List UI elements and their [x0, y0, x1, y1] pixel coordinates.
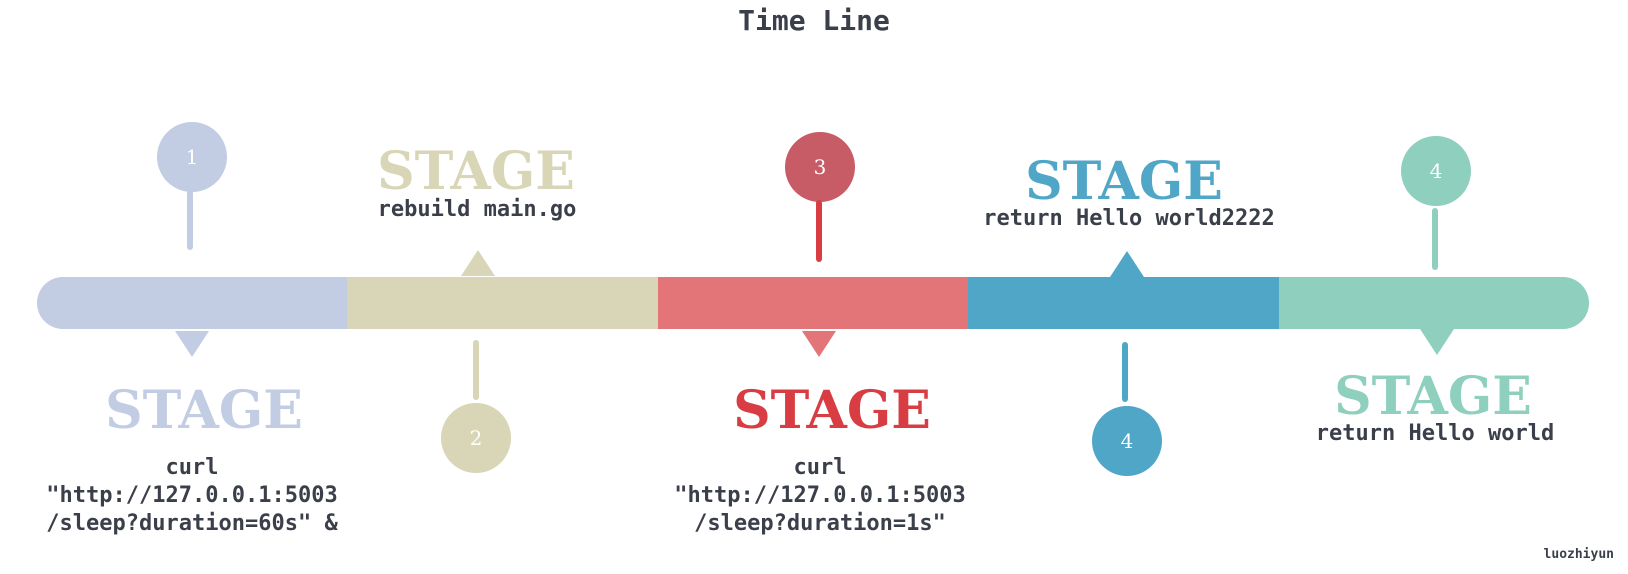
- stage-3-pin: 3: [785, 132, 855, 202]
- stage-1-pointer: [175, 331, 209, 357]
- timeline-segment-4: [968, 277, 1279, 329]
- stage-2-pin: 2: [441, 403, 511, 473]
- timeline-segment-1: [37, 277, 348, 329]
- stage-5-pointer: [1420, 329, 1454, 355]
- stage-1-heading: STAGE: [105, 380, 303, 441]
- stage-3-pointer: [802, 331, 836, 357]
- stage-5-pin: 4: [1401, 136, 1471, 206]
- stage-4-pin-number: 4: [1120, 429, 1134, 453]
- stage-2-description: rebuild main.go: [377, 197, 577, 222]
- stage-1-pin: 1: [157, 122, 227, 192]
- stage-2-heading: STAGE: [377, 141, 575, 202]
- stage-2-stem: [473, 340, 479, 400]
- timeline-bar: [37, 277, 1589, 329]
- stage-3-stem: [816, 200, 822, 262]
- stage-4-pin: 4: [1092, 406, 1162, 476]
- page-title: Time Line: [738, 4, 890, 37]
- stage-2-pin-number: 2: [469, 426, 483, 450]
- stage-2-pointer: [461, 250, 495, 276]
- stage-3-heading: STAGE: [733, 380, 931, 441]
- stage-5-stem: [1432, 208, 1438, 270]
- author-credit: luozhiyun: [1543, 547, 1614, 562]
- stage-4-stem: [1122, 342, 1128, 402]
- timeline-segment-5: [1278, 277, 1589, 329]
- stage-5-heading: STAGE: [1334, 366, 1532, 427]
- stage-1-stem: [187, 190, 193, 250]
- stage-5-pin-number: 4: [1429, 159, 1443, 183]
- stage-1-pin-number: 1: [185, 145, 199, 169]
- stage-4-heading: STAGE: [1025, 151, 1223, 212]
- stage-3-pin-number: 3: [813, 155, 827, 179]
- stage-4-pointer: [1110, 251, 1144, 277]
- timeline-segment-3: [657, 277, 969, 329]
- stage-3-description: curl "http://127.0.0.1:5003 /sleep?durat…: [674, 455, 966, 536]
- stage-5-description: return Hello world: [1315, 421, 1555, 446]
- stage-1-description: curl "http://127.0.0.1:5003 /sleep?durat…: [46, 455, 338, 536]
- timeline-segment-2: [347, 277, 658, 329]
- stage-4-description: return Hello world2222: [983, 206, 1275, 231]
